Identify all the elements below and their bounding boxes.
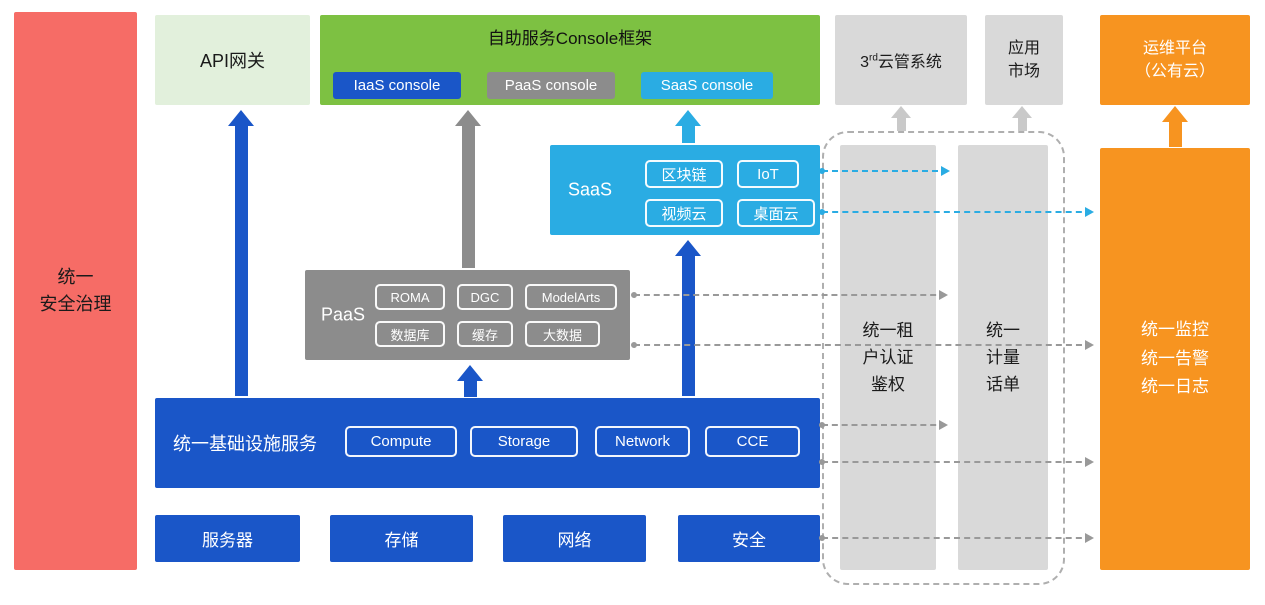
paas-item-cache: 缓存 [457, 321, 513, 347]
infra-item-network: Network [595, 426, 690, 457]
dashed-link-paas-to-auth [631, 290, 948, 300]
saas-item-iot: IoT [737, 160, 799, 188]
paas-item-roma: ROMA [375, 284, 445, 310]
tenant-auth-bar: 统一租 户认证 鉴权 [840, 145, 936, 570]
console-frame-title: 自助服务Console框架 [487, 29, 653, 48]
saas-item-video-cloud: 视频云 [645, 199, 723, 227]
resource-storage-box: 存储 [330, 515, 473, 562]
resource-security-box: 安全 [678, 515, 820, 562]
arrow-container-to-third-party [891, 106, 911, 131]
unified-security-governance-bar: 统一 安全治理 [14, 12, 137, 570]
resource-network-box: 网络 [503, 515, 646, 562]
saas-label: SaaS [568, 179, 613, 200]
saas-console-chip: SaaS console [641, 72, 773, 99]
paas-item-dgc: DGC [457, 284, 513, 310]
infra-item-storage: Storage [470, 426, 578, 457]
paas-console-chip: PaaS console [487, 72, 615, 99]
paas-label: PaaS [321, 304, 366, 325]
infra-item-cce: CCE [705, 426, 800, 457]
infrastructure-label: 统一基础设施服务 [173, 434, 317, 454]
arrow-container-to-app-market [1012, 106, 1032, 131]
arrow-infra-to-paas [457, 365, 483, 397]
arrow-infra-to-api-gateway [228, 110, 254, 396]
metering-bar: 统一 计量 话单 [958, 145, 1048, 570]
api-gateway-box: API网关 [155, 15, 310, 105]
paas-item-modelarts: ModelArts [525, 284, 617, 310]
dashed-link-security-to-monitor [819, 533, 1094, 543]
dashed-link-infra-to-monitor [819, 457, 1094, 467]
saas-item-blockchain: 区块链 [645, 160, 723, 188]
third-party-cloud-mgmt-box: 3rd云管系统 [835, 15, 967, 105]
arrow-infra-to-saas [675, 240, 701, 396]
monitor-alarm-log-bar: 统一监控 统一告警 统一日志 [1100, 148, 1250, 570]
arrow-saas-to-console [675, 110, 701, 143]
iaas-console-chip: IaaS console [333, 72, 461, 99]
infrastructure-box: 统一基础设施服务 Compute Storage Network CCE [155, 398, 820, 488]
paas-item-bigdata: 大数据 [525, 321, 600, 347]
saas-item-desktop-cloud: 桌面云 [737, 199, 815, 227]
infra-item-compute: Compute [345, 426, 457, 457]
dashed-link-saas-to-auth [819, 166, 950, 176]
saas-box: SaaS 区块链 IoT 视频云 桌面云 [550, 145, 820, 235]
arrow-monitor-to-om-platform [1162, 106, 1188, 147]
third-party-cloud-mgmt-label: 3rd云管系统 [860, 52, 942, 71]
dashed-link-infra-to-auth [819, 420, 948, 430]
dashed-link-saas-to-monitor [819, 207, 1094, 217]
app-market-box: 应用 市场 [985, 15, 1063, 105]
dashed-link-paas-to-monitor [631, 340, 1094, 350]
arrow-paas-to-console [455, 110, 481, 268]
console-frame-box: 自助服务Console框架 IaaS console PaaS console … [320, 15, 820, 105]
shared-services-container [822, 131, 1065, 585]
paas-box: PaaS ROMA DGC ModelArts 数据库 缓存 大数据 [305, 270, 630, 360]
paas-item-database: 数据库 [375, 321, 445, 347]
om-platform-box: 运维平台 （公有云） [1100, 15, 1250, 105]
resource-server-box: 服务器 [155, 515, 300, 562]
